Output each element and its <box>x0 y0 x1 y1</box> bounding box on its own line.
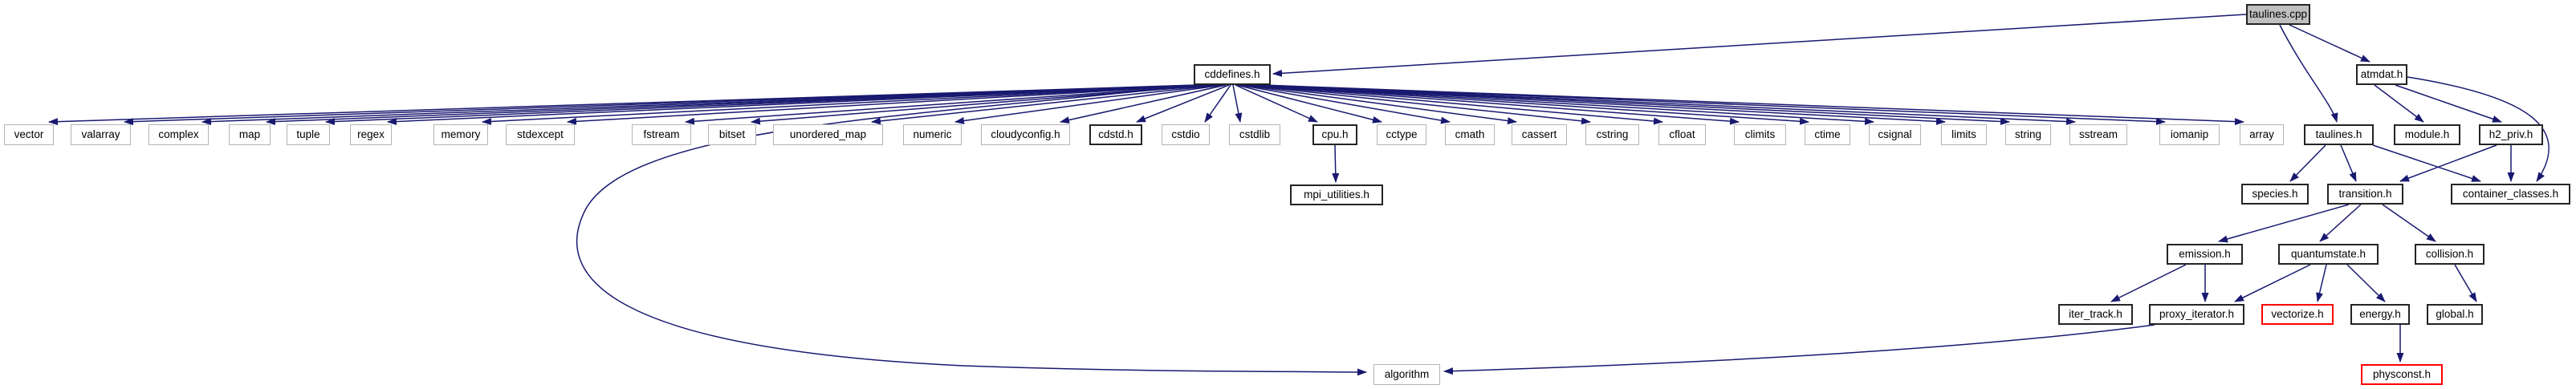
edge-taulines_cpp-to-atmdat <box>2289 24 2370 63</box>
node-cpu[interactable]: cpu.h <box>1312 124 1357 145</box>
node-cfloat: cfloat <box>1658 124 1706 145</box>
edge-emission-to-iter_track <box>2110 264 2187 302</box>
edge-cddefines-to-cloudyconfig <box>1060 84 1227 124</box>
node-unordered_map: unordered_map <box>773 124 883 145</box>
node-iomanip: iomanip <box>2159 124 2220 145</box>
edge-cddefines-to-cctype <box>1236 84 1382 124</box>
edge-cddefines-to-limits <box>1253 84 1946 125</box>
edge-cddefines-to-cfloat <box>1245 84 1663 125</box>
edge-atmdat-to-h2_priv <box>2395 84 2502 123</box>
edge-cddefines-to-ctime <box>1249 84 1809 125</box>
edge-cddefines-to-cdstd <box>1136 84 1230 123</box>
node-array: array <box>2240 124 2284 145</box>
edge-cddefines-to-cassert <box>1240 84 1517 124</box>
edge-cddefines-to-cstdlib <box>1232 84 1243 123</box>
node-map: map <box>229 124 271 145</box>
node-ctime: ctime <box>1805 124 1850 145</box>
node-climits: climits <box>1734 124 1786 145</box>
node-cdstd[interactable]: cdstd.h <box>1089 124 1142 145</box>
node-cloudyconfig: cloudyconfig.h <box>981 124 1070 145</box>
edge-h2_priv-to-transition <box>2399 144 2497 182</box>
node-cmath: cmath <box>1445 124 1495 145</box>
edge-taulines_cpp-to-taulines_h <box>2279 24 2338 123</box>
node-cctype: cctype <box>1377 124 1426 145</box>
edge-cddefines-to-cmath <box>1239 84 1451 124</box>
edge-cddefines-to-algorithm <box>576 84 1367 376</box>
node-module[interactable]: module.h <box>2394 124 2460 145</box>
node-tuple: tuple <box>287 124 330 145</box>
edge-cddefines-to-climits <box>1247 84 1740 125</box>
edge-cddefines-to-csignal <box>1251 84 1874 125</box>
edge-cddefines-to-sstream <box>1257 84 2076 125</box>
node-string: string <box>2005 124 2051 145</box>
edge-cpu-to-mpi_utilities <box>1332 144 1340 183</box>
edge-group <box>48 14 2550 376</box>
edge-taulines_h-to-container_classes <box>2372 144 2481 182</box>
node-transition[interactable]: transition.h <box>2327 184 2403 205</box>
edge-cddefines-to-unordered_map <box>871 84 1221 125</box>
node-container_classes[interactable]: container_classes.h <box>2451 184 2570 205</box>
node-bitset: bitset <box>708 124 756 145</box>
node-regex: regex <box>350 124 392 145</box>
node-species[interactable]: species.h <box>2241 184 2309 205</box>
node-quantumstate[interactable]: quantumstate.h <box>2278 244 2379 265</box>
edge-cddefines-to-cstdio <box>1204 84 1231 123</box>
node-atmdat[interactable]: atmdat.h <box>2356 64 2407 85</box>
edge-collision-to-global <box>2454 264 2477 302</box>
node-memory: memory <box>433 124 488 145</box>
edge-cddefines-to-cstring <box>1243 84 1591 125</box>
edge-atmdat-to-container_classes <box>2407 76 2550 182</box>
node-cstdio: cstdio <box>1162 124 1210 145</box>
node-vector: vector <box>4 124 54 145</box>
node-sstream: sstream <box>2069 124 2127 145</box>
edge-taulines_h-to-transition <box>2340 144 2357 182</box>
edge-quantumstate-to-proxy_iterator <box>2234 264 2311 302</box>
node-vectorize[interactable]: vectorize.h <box>2261 304 2334 325</box>
edge-cddefines-to-stdexcept <box>567 84 1212 125</box>
edge-cddefines-to-regex <box>387 84 1207 125</box>
node-fstream: fstream <box>632 124 691 145</box>
edge-quantumstate-to-energy <box>2346 264 2386 302</box>
edge-cddefines-to-memory <box>482 84 1210 125</box>
edge-cddefines-to-array <box>1262 84 2244 126</box>
node-algorithm: algorithm <box>1373 364 1440 385</box>
node-h2_priv[interactable]: h2_priv.h <box>2479 124 2543 145</box>
edge-cddefines-to-numeric <box>954 84 1224 124</box>
node-cassert: cassert <box>1512 124 1567 145</box>
node-complex: complex <box>149 124 209 145</box>
node-iter_track[interactable]: iter_track.h <box>2058 304 2133 325</box>
node-emission[interactable]: emission.h <box>2167 244 2243 265</box>
edge-transition-to-quantumstate <box>2319 204 2362 242</box>
node-limits: limits <box>1941 124 1987 145</box>
node-cstring: cstring <box>1585 124 1639 145</box>
edge-transition-to-emission <box>2218 204 2350 243</box>
edge-transition-to-collision <box>2382 204 2436 242</box>
node-csignal: csignal <box>1869 124 1921 145</box>
edge-atmdat-to-module <box>2374 84 2424 123</box>
node-energy[interactable]: energy.h <box>2350 304 2410 325</box>
node-collision[interactable]: collision.h <box>2415 244 2484 265</box>
edge-quantumstate-to-vectorize <box>2316 264 2327 302</box>
node-cstdlib: cstdlib <box>1229 124 1280 145</box>
edge-cddefines-to-cpu <box>1235 84 1318 123</box>
node-proxy_iterator[interactable]: proxy_iterator.h <box>2149 304 2244 325</box>
node-mpi_utilities[interactable]: mpi_utilities.h <box>1290 184 1383 205</box>
node-taulines_h[interactable]: taulines.h <box>2304 124 2374 145</box>
node-taulines_cpp: taulines.cpp <box>2246 4 2310 25</box>
edge-taulines_h-to-species <box>2289 144 2326 182</box>
edge-cddefines-to-fstream <box>685 84 1216 125</box>
edge-taulines_cpp-to-cddefines <box>1272 14 2247 77</box>
node-global[interactable]: global.h <box>2427 304 2483 325</box>
node-valarray: valarray <box>71 124 131 145</box>
node-numeric: numeric <box>903 124 962 145</box>
edge-proxy_iterator-to-algorithm <box>1443 324 2155 375</box>
node-stdexcept: stdexcept <box>506 124 575 145</box>
node-cddefines[interactable]: cddefines.h <box>1194 64 1271 85</box>
node-physconst[interactable]: physconst.h <box>2361 364 2443 385</box>
